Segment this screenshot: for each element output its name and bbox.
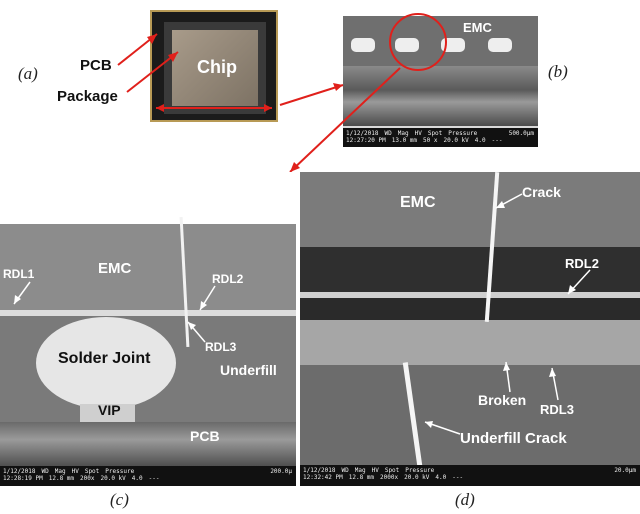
d-hv-h: HV [371, 467, 379, 474]
b-hv-h: HV [414, 130, 422, 137]
chip-die [172, 30, 258, 106]
b-pressure: --- [491, 137, 503, 144]
c-underfill-label: Underfill [220, 362, 277, 378]
b-spot-h: Spot [427, 130, 443, 137]
c-pcb-label: PCB [190, 428, 220, 444]
a-to-b-arrowhead [333, 83, 343, 91]
d-spot: 4.0 [435, 474, 447, 481]
c-pressure: --- [148, 475, 160, 482]
d-mag-h: Mag [354, 467, 366, 474]
d-rdl2-label: RDL2 [565, 256, 599, 271]
d-spot-h: Spot [384, 467, 400, 474]
panel-b-emc-label: EMC [463, 20, 492, 35]
d-wd-h: WD [341, 467, 349, 474]
c-rdl3-label: RDL3 [205, 340, 237, 354]
panel-label-c: (c) [110, 490, 129, 509]
d-rdl3-label: RDL3 [540, 402, 574, 417]
c-mag: 200x [80, 475, 95, 482]
panel-label-b: (b) [548, 62, 568, 81]
c-solder-label: Solder Joint [58, 350, 151, 367]
d-mag: 2000x [380, 474, 399, 481]
section-head-left [156, 104, 164, 112]
chip-label: Chip [197, 57, 237, 77]
c-mag-h: Mag [54, 468, 66, 475]
d-pressure-h: Pressure [405, 467, 435, 474]
package-arrow [126, 51, 179, 93]
c-wd: 12.8 mm [48, 475, 75, 482]
c-rdl1-label: RDL1 [3, 267, 35, 281]
c-date: 1/12/2018 [3, 468, 36, 475]
b-hv: 20.0 kV [443, 137, 469, 144]
d-pressure: --- [452, 474, 464, 481]
b-to-c-arrow [289, 67, 401, 173]
c-time: 12:28:19 PM [3, 475, 43, 482]
panel-label-d: (d) [455, 490, 475, 509]
zoom-circle [389, 13, 447, 71]
d-scale: 20.0μm [614, 467, 636, 474]
b-mag: 50 x [423, 137, 438, 144]
c-rdl2-label: RDL2 [212, 272, 244, 286]
panel-d-sem: EMC Crack RDL2 Broken RDL3 Underfill Cra… [300, 172, 640, 486]
d-crack-label: Crack [522, 184, 561, 200]
c-vip-label: VIP [98, 402, 121, 418]
panel-a-photo: Chip [150, 10, 278, 122]
d-hv: 20.0 kV [404, 474, 430, 481]
c-hv-h: HV [71, 468, 79, 475]
b-mag-h: Mag [397, 130, 409, 137]
pcb-arrowhead [147, 34, 157, 44]
b-wd: 13.0 mm [391, 137, 418, 144]
c-arrows [13, 281, 216, 343]
b-scale: 500.0μm [508, 130, 534, 137]
solder-joint-shape [36, 317, 176, 409]
b-date: 1/12/2018 [346, 130, 379, 137]
a-to-b-arrow [279, 84, 344, 106]
c-wd-h: WD [41, 468, 49, 475]
d-broken-label: Broken [478, 392, 527, 408]
panel-c-sem: EMC RDL1 RDL2 RDL3 Solder Joint Underfil… [0, 172, 296, 486]
c-hv: 20.0 kV [100, 475, 126, 482]
d-emc-label: EMC [400, 194, 436, 211]
c-scale: 200.0μ [270, 468, 292, 475]
d-underfill-crack-label: Underfill Crack [460, 430, 567, 447]
c-emc-label: EMC [98, 260, 132, 277]
section-head-right [264, 104, 272, 112]
panel-label-a: (a) [18, 64, 38, 83]
pcb-label: PCB [80, 57, 112, 74]
d-time: 12:32:42 PM [303, 474, 343, 481]
b-wd-h: WD [384, 130, 392, 137]
b-spot: 4.0 [474, 137, 486, 144]
c-spot: 4.0 [131, 475, 143, 482]
d-arrows [424, 193, 591, 435]
package-label: Package [57, 88, 118, 105]
c-spot-h: Spot [84, 468, 100, 475]
b-pressure-h: Pressure [448, 130, 478, 137]
c-pressure-h: Pressure [105, 468, 135, 475]
package-arrowhead [168, 52, 178, 62]
d-wd: 12.8 mm [348, 474, 375, 481]
b-time: 12:27:20 PM [346, 137, 386, 144]
b-to-c-arrowhead [290, 162, 300, 172]
d-date: 1/12/2018 [303, 467, 336, 474]
